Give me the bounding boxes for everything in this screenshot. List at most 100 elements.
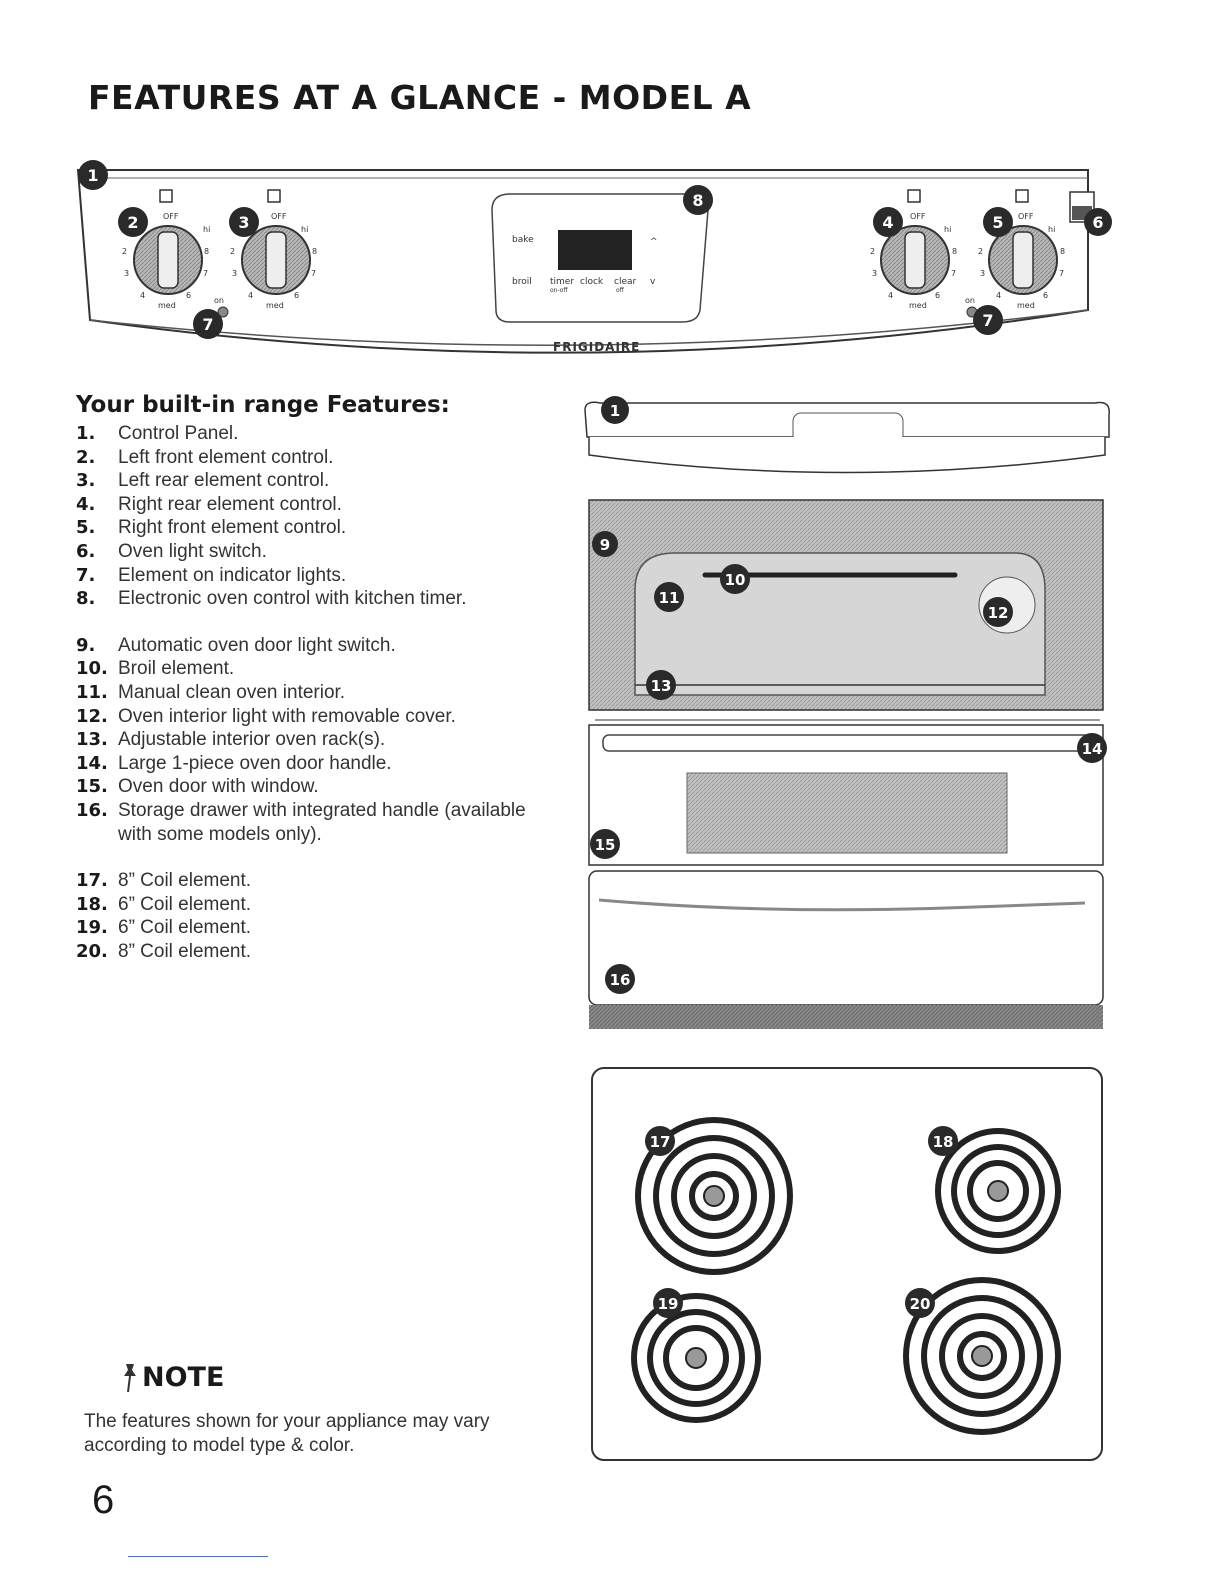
callout-badge [983, 597, 1013, 627]
callout-badge [601, 396, 629, 424]
storage-drawer[interactable] [588, 870, 1104, 1006]
feature-text: 8” Coil element. [118, 940, 252, 962]
callout-number: 14 [1082, 740, 1103, 758]
knob-number: 6 [935, 291, 940, 300]
feature-item: 8. Electronic oven control with kitchen t… [76, 587, 556, 611]
knob-number: 3 [124, 269, 129, 278]
feature-item: 15. Oven door with window. [76, 775, 556, 799]
knob-left-rear[interactable] [241, 225, 311, 295]
oven-front-illustration: 1 9 10 11 12 13 14 15 16 [584, 396, 1110, 1029]
callout-number: 20 [910, 1295, 931, 1313]
knob-number: 8 [204, 247, 209, 256]
feature-item: 20. 8” Coil element. [76, 940, 556, 964]
feature-text: Left front element control. [118, 446, 334, 468]
feature-text: Storage drawer with integrated handle (a… [118, 799, 526, 845]
feature-number: 14. [76, 752, 108, 774]
callout-number: 7 [202, 315, 213, 334]
feature-text: Control Panel. [118, 423, 239, 444]
bake-key[interactable]: bake [512, 235, 534, 245]
feature-number: 2. [76, 446, 96, 468]
callout-number: 9 [600, 536, 610, 554]
callout-number: 3 [238, 213, 249, 232]
callout-number: 10 [725, 571, 746, 589]
knob-number: 2 [230, 247, 235, 256]
element-position-icon [907, 189, 921, 203]
callout-number: 5 [992, 213, 1003, 232]
knob-left-front[interactable] [133, 225, 203, 295]
feature-number: 15. [76, 776, 108, 798]
callout-badge [1084, 208, 1112, 236]
feature-text: Right rear element control. [118, 493, 342, 515]
knob-hi-label: hi [944, 225, 951, 234]
cooktop-illustration: 17 18 19 20 [591, 1067, 1103, 1461]
knob-number: 4 [996, 291, 1001, 300]
knob-off-label: OFF [271, 212, 287, 221]
callout-number: 11 [659, 589, 680, 607]
knob-med-label: med [158, 301, 176, 310]
callout-badge [118, 207, 148, 237]
feature-number: 18. [76, 893, 108, 915]
feature-text: 6” Coil element. [118, 917, 252, 939]
knob-number: 4 [888, 291, 893, 300]
feature-item: 17.8” Coil element. [76, 869, 556, 893]
callout-number: 8 [692, 191, 703, 210]
feature-item: 14.Large 1-piece oven door handle. [76, 752, 556, 776]
timer-sub-label: on-off [550, 287, 568, 294]
knob-number: 7 [203, 269, 208, 278]
control-panel-illustration: OFF OFF OFF OFF hi hi hi hi med med med … [76, 160, 1112, 354]
callout-number: 18 [933, 1133, 954, 1151]
footer-rule [128, 1556, 268, 1557]
feature-text: Electronic oven control with kitchen tim… [118, 588, 467, 610]
clear-key[interactable]: clear [614, 277, 637, 287]
feature-text: Left rear element control. [118, 470, 330, 492]
feature-number: 8. [76, 588, 96, 610]
knob-hi-label: hi [301, 225, 308, 234]
feature-text: 6” Coil element. [118, 893, 252, 915]
timer-key[interactable]: timer [550, 277, 574, 287]
element-position-icon [1015, 189, 1029, 203]
indicator-light [217, 306, 229, 318]
feature-number: 6. [76, 540, 96, 562]
callout-badge [654, 582, 684, 612]
pushpin-icon [124, 1364, 136, 1393]
feature-number: 9. [76, 634, 96, 656]
callout-badge [720, 564, 750, 594]
knob-number: 4 [248, 291, 253, 300]
feature-item: 10.Broil element. [76, 657, 556, 681]
callout-badge [873, 207, 903, 237]
indicator-on-label: on [965, 296, 975, 305]
feature-number: 16. [76, 799, 108, 821]
feature-number: 10. [76, 658, 108, 680]
down-arrow-key[interactable]: v [650, 277, 656, 287]
knob-right-rear[interactable] [880, 225, 950, 295]
callout-number: 19 [658, 1295, 679, 1313]
feature-item: 18. 6” Coil element. [76, 893, 556, 917]
feature-text: Oven door with window. [118, 776, 319, 798]
knob-hi-label: hi [1048, 225, 1055, 234]
knob-number: 2 [978, 247, 983, 256]
feature-item: 7.Element on indicator lights. [76, 564, 556, 588]
knob-number: 7 [951, 269, 956, 278]
feature-item: 11.Manual clean oven interior. [76, 681, 556, 705]
clock-key[interactable]: clock [580, 277, 604, 287]
callout-number: 16 [610, 971, 631, 989]
callout-badge [605, 964, 635, 994]
oven-door-handle[interactable] [602, 734, 1094, 752]
up-arrow-key[interactable]: ^ [650, 237, 658, 247]
feature-item: 2. Left front element control. [76, 446, 556, 470]
feature-number: 20. [76, 940, 108, 962]
callout-badge [78, 160, 108, 190]
knob-med-label: med [909, 301, 927, 310]
feature-text: Right front element control. [118, 517, 347, 539]
callout-number: 15 [595, 836, 616, 854]
feature-item: 12.Oven interior light with removable co… [76, 705, 556, 729]
broil-key[interactable]: broil [512, 277, 532, 287]
knob-number: 6 [294, 291, 299, 300]
feature-number: 4. [76, 493, 96, 515]
knob-number: 6 [1043, 291, 1048, 300]
knob-number: 3 [232, 269, 237, 278]
knob-right-front[interactable] [988, 225, 1058, 295]
brand-logo: FRIGIDAIRE [553, 340, 640, 354]
feature-number: 5. [76, 517, 96, 539]
callout-badge [1077, 733, 1107, 763]
